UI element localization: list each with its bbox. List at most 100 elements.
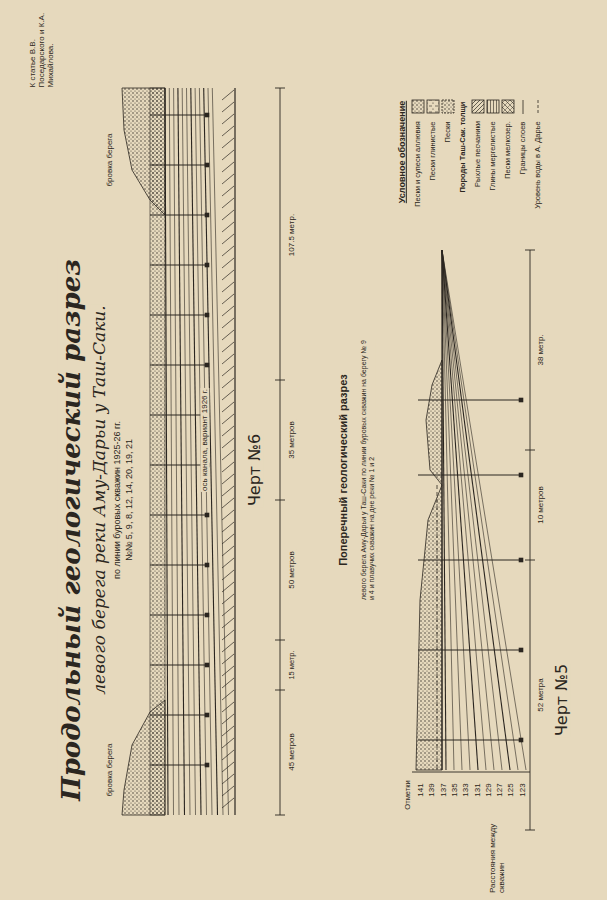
section-line — [222, 90, 234, 100]
section-line — [525, 450, 535, 451]
section-line — [222, 258, 234, 268]
section-line — [174, 88, 179, 815]
label: 15 метр. — [288, 649, 297, 680]
label: 10 метров — [536, 485, 545, 525]
section-line — [150, 664, 208, 665]
section-line — [222, 186, 234, 196]
sediment-fill — [122, 700, 165, 815]
section-line — [169, 88, 173, 815]
section-line — [275, 88, 285, 89]
label: 35 метров — [287, 420, 296, 460]
section-line — [437, 485, 438, 770]
section-line — [222, 306, 234, 316]
legend-text: Пески и супеси аллювия — [414, 120, 423, 208]
section-line — [222, 606, 234, 616]
section-line — [222, 234, 234, 244]
section-line — [441, 250, 442, 770]
section-line — [222, 750, 234, 760]
elevation-mark: 131 — [473, 782, 482, 797]
section-line — [222, 534, 234, 544]
section-line — [275, 815, 285, 816]
section-line — [222, 378, 234, 388]
section-line — [222, 714, 234, 724]
section-line — [150, 514, 208, 515]
section-line — [530, 250, 531, 830]
legend-samples — [412, 100, 538, 114]
label: левого берега Аму-Дарьи у Таш-Саки по ли… — [360, 339, 376, 601]
section-line — [234, 88, 235, 815]
borehole-mark — [205, 163, 209, 167]
label: К статье В.В. Поседарского и К.А. Михайл… — [28, 12, 56, 89]
section-line — [222, 774, 234, 784]
elevation-mark: 141 — [416, 782, 425, 797]
section-line — [222, 702, 234, 712]
section-line — [222, 570, 234, 580]
legend-text: Глины мергелистые — [489, 120, 498, 191]
borehole-mark — [205, 113, 209, 117]
section-line — [222, 390, 234, 400]
section-line — [275, 380, 285, 381]
section-line — [442, 250, 494, 770]
borehole-mark — [205, 363, 209, 367]
section-line — [150, 364, 208, 365]
section-line — [150, 314, 208, 315]
legend-text: Пески мелкозер. — [504, 120, 513, 180]
section-line — [150, 414, 208, 415]
legend-text: Пески глинистые — [429, 120, 438, 181]
section-line — [222, 150, 234, 160]
section-line — [222, 126, 234, 136]
section-line — [222, 354, 234, 364]
label: Поперечный геологический разрез — [337, 373, 350, 567]
borehole-mark — [205, 763, 209, 767]
borehole-mark — [205, 213, 209, 217]
section-line — [212, 88, 228, 815]
section-line — [222, 450, 234, 460]
section-line — [222, 174, 234, 184]
section-line — [222, 210, 234, 220]
section-line — [222, 270, 234, 280]
elevation-mark: 139 — [428, 782, 437, 797]
section-line — [412, 772, 530, 773]
section-line — [222, 762, 234, 772]
section-line — [150, 114, 208, 115]
section-line — [442, 250, 502, 770]
label: бровка берега — [105, 132, 114, 187]
section-line — [208, 88, 223, 815]
label: 107.5 метр. — [287, 213, 296, 257]
section-line — [222, 642, 234, 652]
label: Черт №6 — [246, 433, 264, 507]
section-line — [222, 666, 234, 676]
section-line — [187, 88, 196, 815]
label: 38 метр. — [536, 333, 545, 366]
section-line — [275, 690, 285, 691]
section-line — [525, 560, 535, 561]
label: ось канала, вариант 1926 г. — [200, 388, 209, 492]
section-line — [525, 830, 535, 831]
borehole-mark — [519, 648, 523, 652]
section-line — [280, 88, 281, 815]
section-line — [182, 88, 190, 815]
borehole-mark — [519, 398, 523, 402]
section-line — [150, 164, 208, 165]
cross-section — [412, 250, 535, 830]
borehole-mark — [519, 473, 523, 477]
section-line — [418, 740, 522, 741]
section-line — [222, 438, 234, 448]
legend-text: Рыхлые песчаники — [474, 120, 483, 188]
section-line — [442, 250, 518, 770]
section-line — [222, 138, 234, 148]
section-line — [150, 764, 208, 765]
borehole-mark — [205, 713, 209, 717]
section-line — [222, 558, 234, 568]
borehole-mark — [519, 558, 523, 562]
section-line — [442, 250, 478, 770]
section-line — [275, 500, 285, 501]
borehole-mark — [205, 313, 209, 317]
section-line — [222, 474, 234, 484]
elevation-mark: 137 — [439, 782, 448, 797]
section-line — [442, 250, 486, 770]
elevation-mark: 129 — [484, 782, 493, 797]
elevation-mark: 125 — [507, 782, 516, 797]
section-line — [222, 594, 234, 604]
legend-text: Пески — [444, 120, 453, 143]
